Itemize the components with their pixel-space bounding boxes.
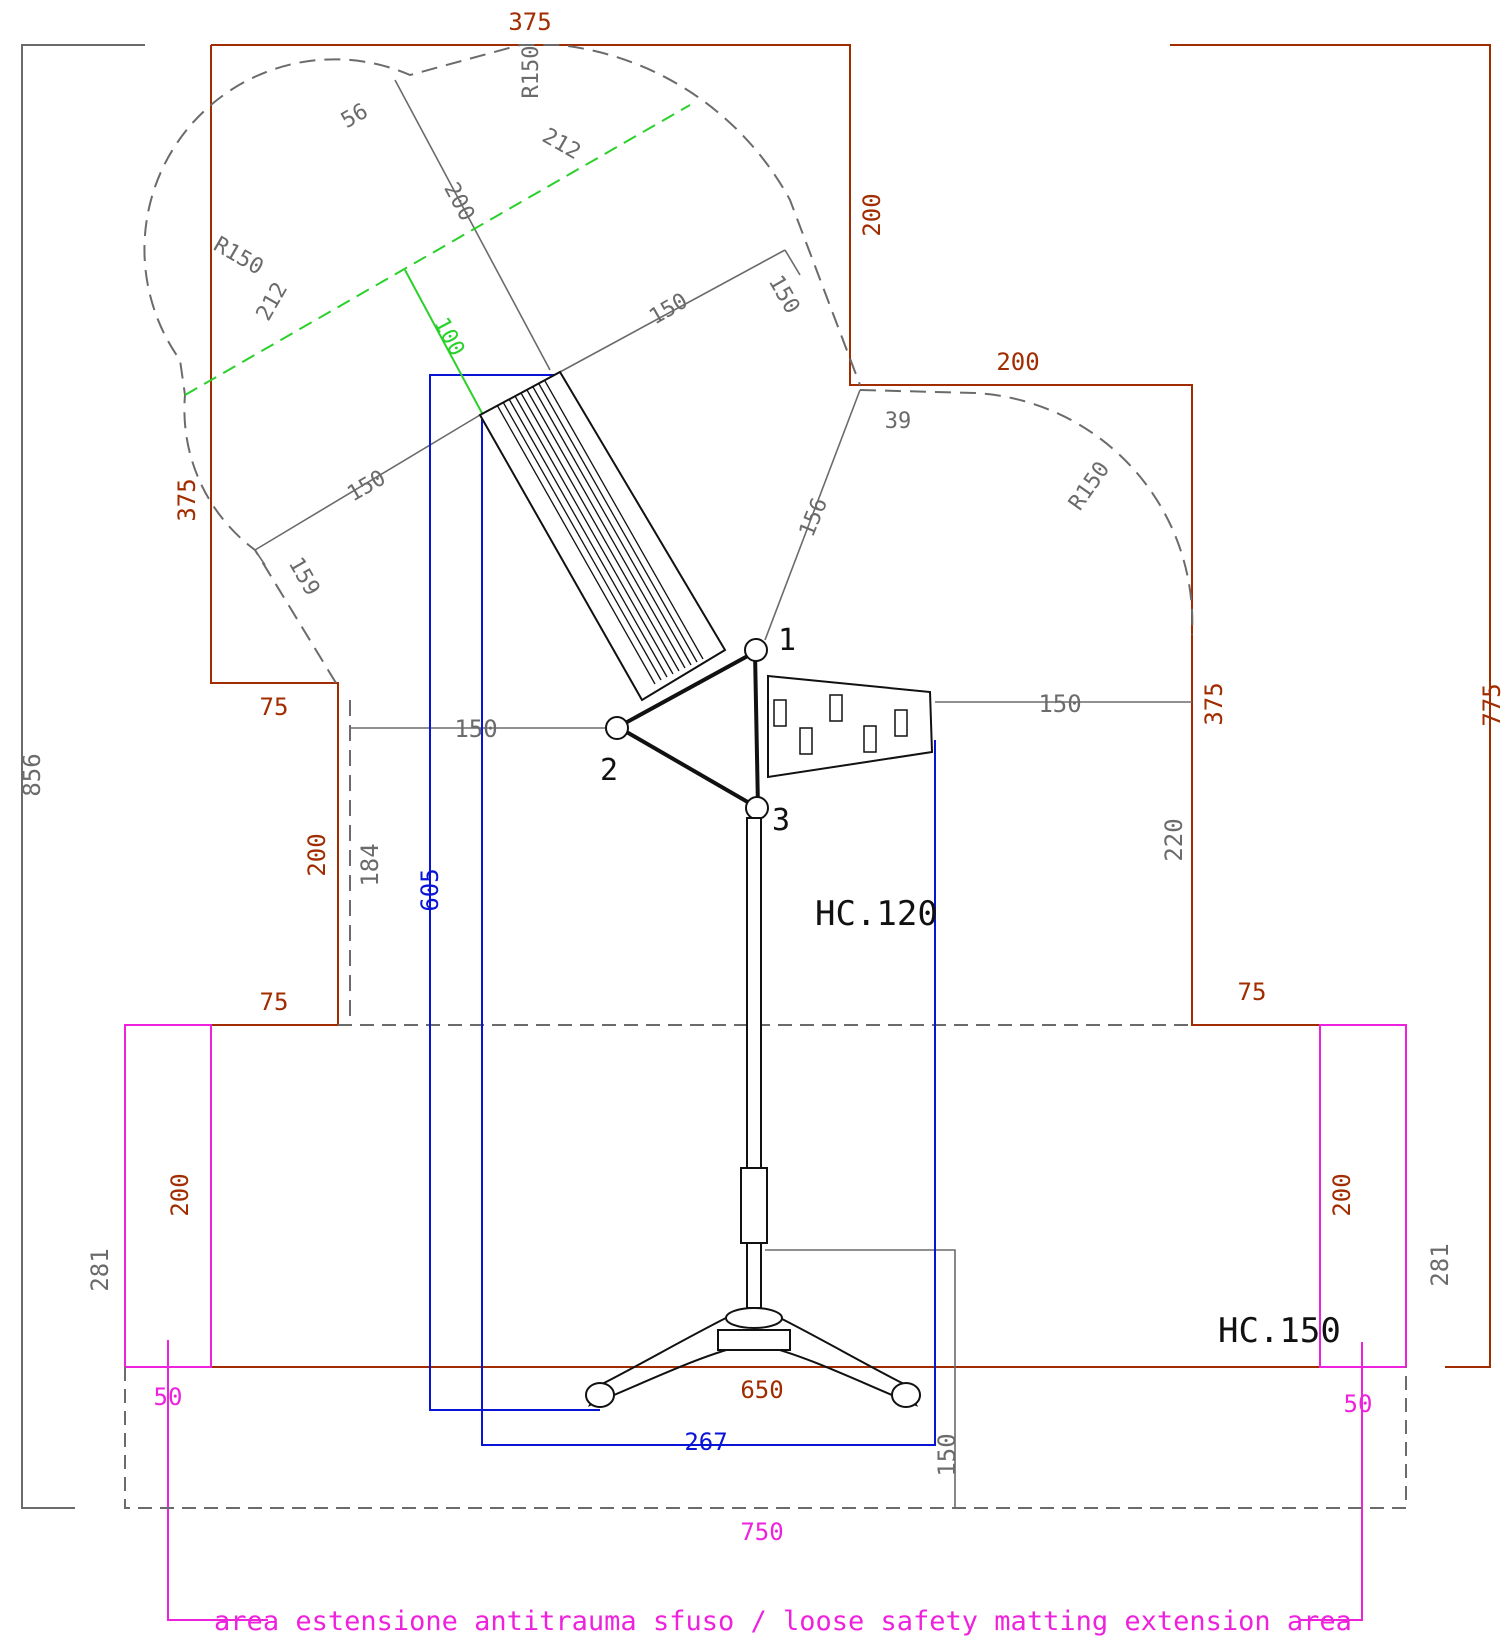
caption: area estensione antitrauma sfuso / loose… — [214, 1606, 1352, 1637]
device-illustration — [478, 370, 934, 1408]
dim-right-step-width: 200 — [996, 348, 1039, 376]
outer-dimension-frame — [21, 44, 1491, 1509]
pivot-2-label: 2 — [600, 753, 618, 788]
dim-156: 156 — [795, 494, 833, 540]
dim-right-lower-height: 375 — [1200, 682, 1228, 725]
pivot-3-label: 3 — [772, 803, 790, 838]
dim-side-right: 281 — [1426, 1243, 1454, 1286]
dim-blue-height: 605 — [416, 868, 444, 911]
dim-top-width: 375 — [508, 8, 551, 36]
dim-212-top: 212 — [538, 124, 585, 166]
handle-plate — [767, 674, 934, 779]
dim-220: 220 — [1160, 818, 1188, 861]
blue-envelopes — [429, 374, 936, 1446]
pivot-1 — [744, 638, 768, 662]
dim-184: 184 — [356, 843, 384, 886]
dim-r-right: R150 — [1064, 457, 1115, 515]
extension-zones — [124, 1024, 1407, 1621]
dim-right-notch: 75 — [1238, 978, 1267, 1006]
dim-ext-right-margin: 50 — [1344, 1390, 1373, 1418]
hc150-label: HC.150 — [1218, 1311, 1341, 1351]
dim-right-step-height: 200 — [858, 193, 886, 236]
dim-150-mid-right: 150 — [1038, 690, 1081, 718]
reach-envelope — [143, 44, 1194, 1025]
green-reference — [184, 104, 691, 416]
dim-39: 39 — [885, 409, 912, 434]
pivot-2 — [605, 716, 629, 740]
dim-left-height: 375 — [173, 478, 201, 521]
dim-200-diag: 200 — [438, 179, 479, 226]
dim-ext-left-margin: 50 — [154, 1383, 183, 1411]
dim-blue-width: 267 — [684, 1428, 727, 1456]
base-hub — [717, 1329, 791, 1351]
dim-212-left: 212 — [252, 278, 294, 325]
dim-left-notch-bottom: 75 — [260, 988, 289, 1016]
extension-dashed-outline — [124, 1024, 1407, 1509]
dim-ext-width: 750 — [740, 1518, 783, 1546]
dim-150-tr: 150 — [763, 271, 805, 318]
pivot-1-label: 1 — [778, 623, 796, 658]
dim-150-base: 150 — [933, 1433, 961, 1476]
dim-total-height-right: 775 — [1478, 683, 1505, 726]
dim-left-notch-height: 200 — [303, 833, 331, 876]
base-foot-left — [585, 1382, 615, 1408]
dim-side-left: 281 — [86, 1248, 114, 1291]
dim-left-notch-top: 75 — [260, 693, 289, 721]
dim-100: 100 — [428, 314, 469, 361]
pole-clamp — [740, 1167, 768, 1244]
base-foot-right — [891, 1382, 921, 1408]
dim-150-mid-left: 150 — [454, 715, 497, 743]
dim-r-left: R150 — [209, 232, 267, 280]
pivot-3 — [745, 796, 769, 820]
construction-lines — [254, 79, 1192, 1508]
dim-150-left: 150 — [343, 466, 390, 508]
dim-base-width: 650 — [740, 1376, 783, 1404]
dim-ext-left-height: 200 — [166, 1173, 194, 1216]
dim-ext-right-height: 200 — [1328, 1173, 1356, 1216]
lamp-fins — [496, 380, 704, 685]
base-top — [725, 1307, 783, 1329]
handle-slots — [773, 694, 908, 755]
dim-150-upper: 150 — [645, 289, 692, 331]
hc120-label: HC.120 — [815, 894, 938, 934]
arm-triangle — [613, 648, 761, 812]
dim-r-top: R150 — [519, 46, 544, 99]
dim-159: 159 — [283, 553, 325, 600]
dim-56: 56 — [337, 99, 372, 134]
dim-total-height-left: 856 — [18, 753, 46, 796]
